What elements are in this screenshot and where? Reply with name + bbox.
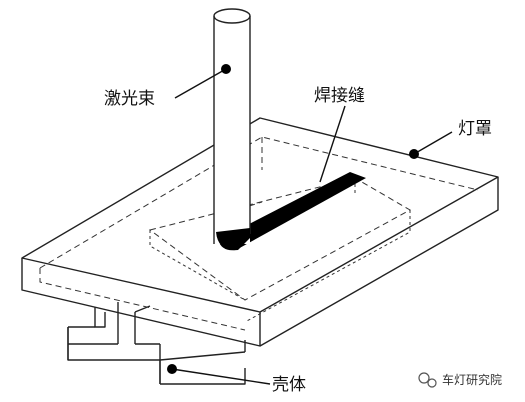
lamp-cover-plate: [21, 117, 499, 347]
lamp-cover-leader: [409, 131, 453, 159]
laser-beam-label: 激光束: [104, 89, 155, 109]
wechat-icon: [418, 372, 437, 388]
laser-beam: [213, 8, 251, 251]
watermark: 车灯研究院: [418, 372, 502, 388]
watermark-text: 车灯研究院: [442, 372, 502, 387]
laser-beam-leader: [174, 64, 231, 99]
lamp-cover-label: 灯罩: [458, 119, 492, 139]
housing-body: [67, 302, 246, 385]
housing-label: 壳体: [272, 375, 306, 395]
weld-seam: [218, 172, 366, 251]
housing-leader: [167, 364, 271, 385]
weld-seam-leader: [319, 105, 346, 183]
weld-seam-label: 焊接缝: [314, 86, 365, 106]
